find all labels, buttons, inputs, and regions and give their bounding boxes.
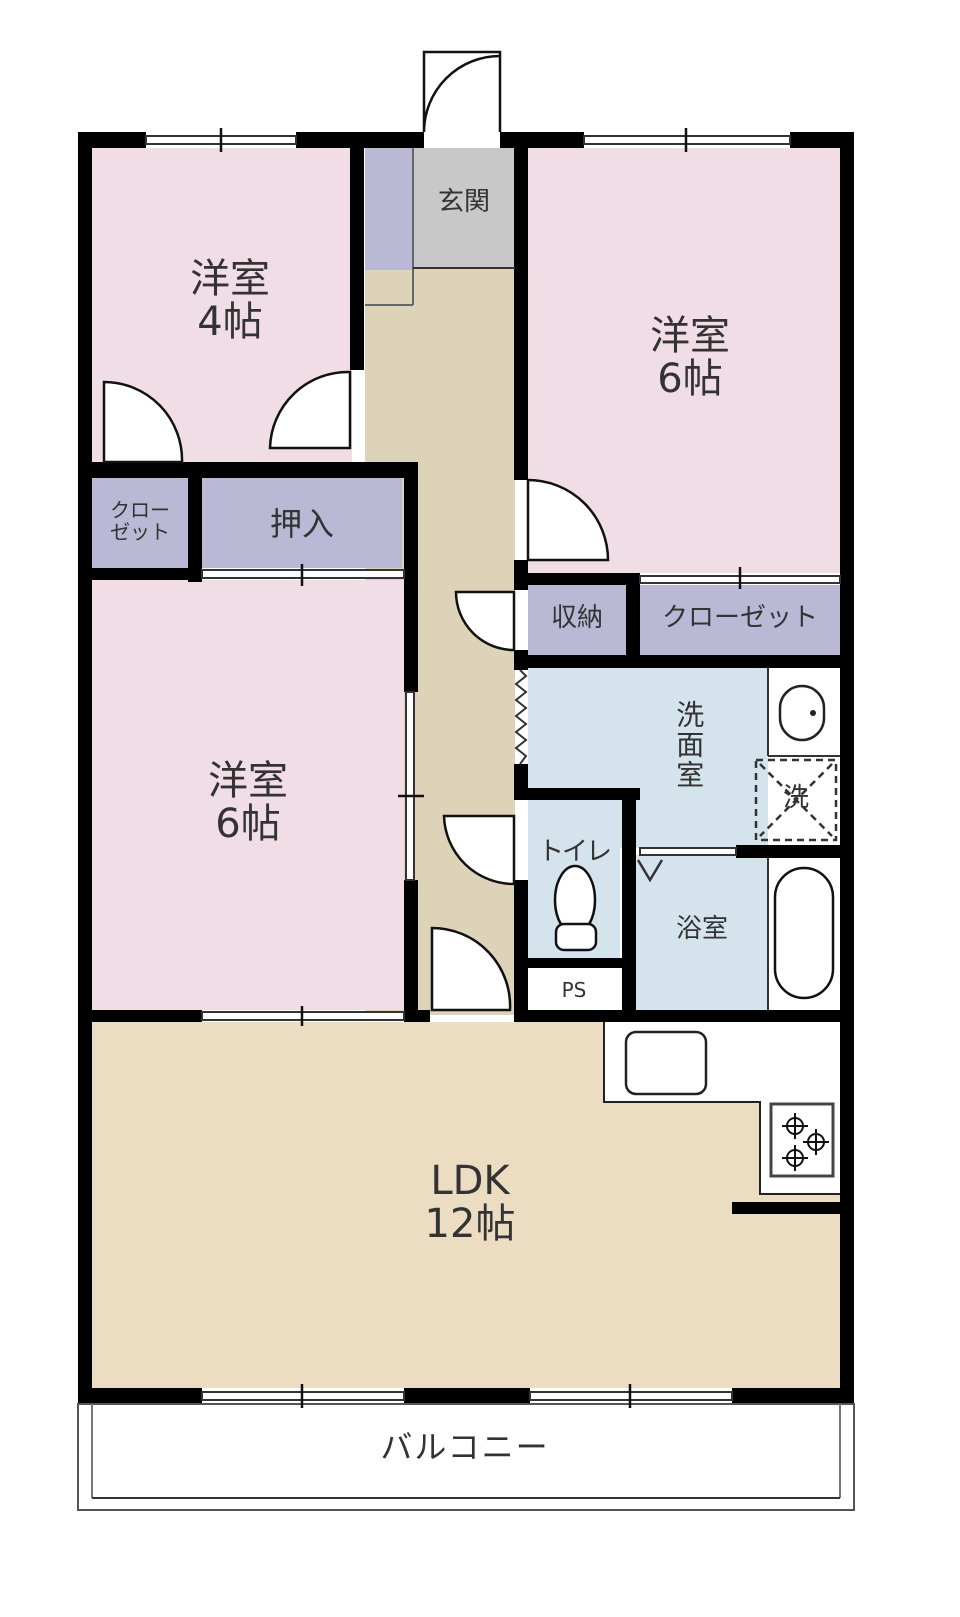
sink-icon — [778, 684, 826, 742]
toilet-icon — [553, 864, 598, 952]
room-western-6-w[interactable] — [92, 580, 404, 1010]
room-ps — [528, 968, 620, 1010]
label-oshiire: 押入 — [269, 505, 334, 543]
label-closet-small: クロー ゼット — [110, 498, 170, 544]
room-entrance[interactable] — [413, 148, 515, 268]
label-entrance: 玄関 — [437, 187, 490, 217]
label-storage: 収納 — [550, 603, 603, 633]
closet-ne[interactable] — [640, 585, 840, 655]
label-western-6-ne: 洋室 6帖 — [650, 313, 730, 403]
hallway-under-storage — [413, 268, 515, 308]
room-oshiire[interactable] — [202, 478, 402, 568]
label-ps: PS — [561, 978, 587, 1002]
label-ldk: LDK 12帖 — [424, 1158, 516, 1248]
label-closet-ne: クローゼット — [661, 603, 818, 633]
label-bathroom: 浴室 — [675, 914, 728, 944]
label-western-6-w: 洋室 6帖 — [208, 758, 288, 848]
room-bathroom[interactable] — [636, 855, 768, 1010]
label-washer: 洗 — [782, 783, 809, 813]
walls — [78, 132, 854, 1404]
label-balcony: バルコニー — [380, 1428, 550, 1466]
label-western-4: 洋室 4帖 — [190, 256, 270, 346]
label-washroom: 洗面室 — [672, 700, 706, 790]
washing-machine-icon — [754, 758, 838, 842]
stove-icon — [769, 1102, 835, 1178]
bathtub-icon — [773, 866, 835, 1000]
room-storage[interactable] — [528, 585, 626, 655]
doors — [102, 50, 610, 1012]
label-toilet: トイレ — [537, 837, 612, 867]
closet-small[interactable] — [92, 478, 188, 568]
kitchen-sink-icon — [624, 1030, 708, 1096]
